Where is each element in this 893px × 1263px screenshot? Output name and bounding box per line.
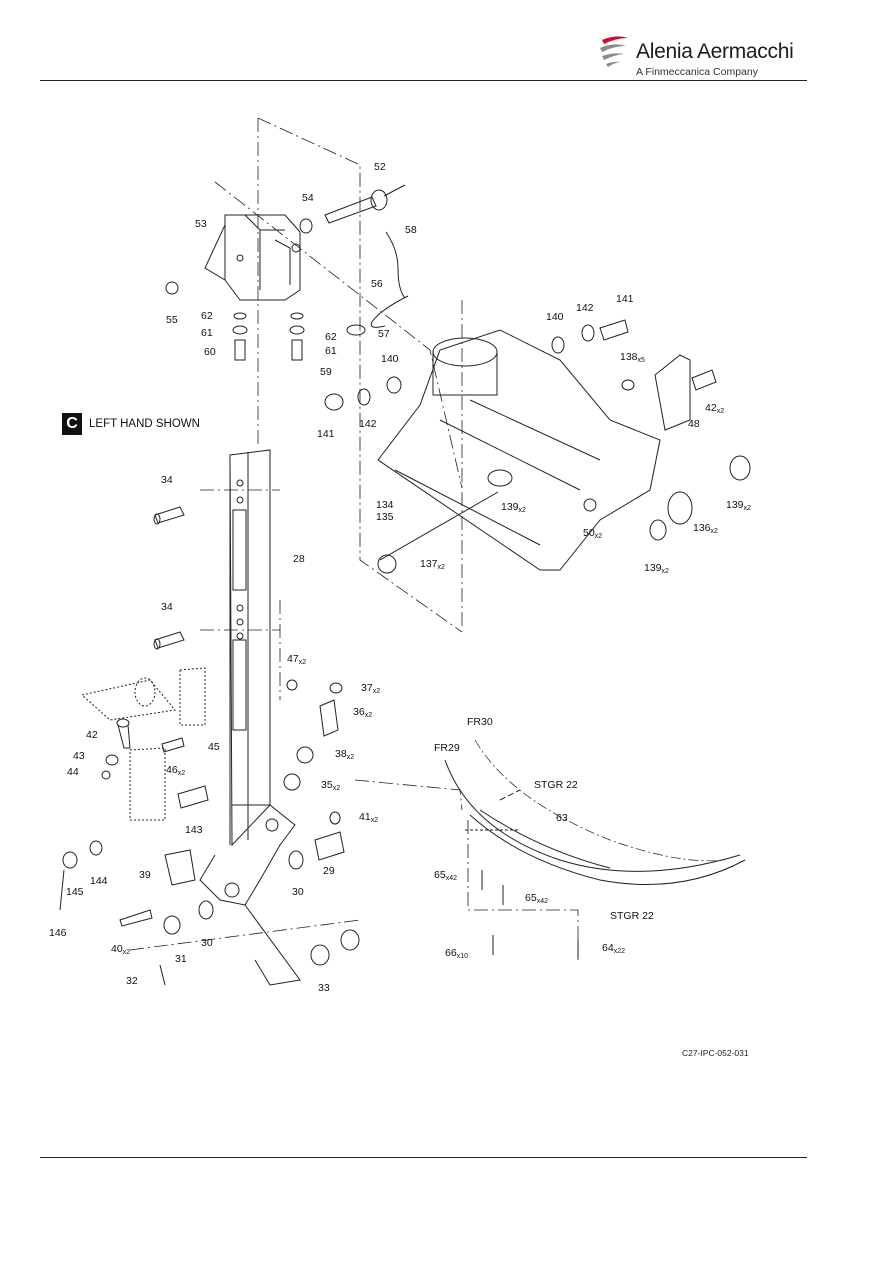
callout-30-right: 30 xyxy=(292,886,304,898)
callout-54: 54 xyxy=(302,192,314,204)
callout-53: 53 xyxy=(195,218,207,230)
callout-56: 56 xyxy=(371,278,383,290)
callout-137: 137x2 xyxy=(420,558,445,571)
callout-142-top: 142 xyxy=(576,302,594,314)
callout-44: 44 xyxy=(67,766,79,778)
lower-hardware xyxy=(59,667,360,986)
callout-37: 37x2 xyxy=(361,682,381,695)
callout-139-a: 139x2 xyxy=(501,501,526,514)
callout-35: 35x2 xyxy=(321,779,341,792)
note-text: LEFT HAND SHOWN xyxy=(89,418,200,430)
header-rule xyxy=(40,80,807,81)
callout-32: 32 xyxy=(126,975,138,987)
main-strut xyxy=(199,449,301,986)
callout-61-right: 61 xyxy=(325,345,337,357)
brand-subtitle: A Finmeccanica Company xyxy=(636,66,758,78)
callout-fr29: FR29 xyxy=(434,742,460,754)
company-logo: Alenia Aermacchi A Finmeccanica Company xyxy=(596,24,796,84)
centerlines xyxy=(129,117,579,960)
left-hand-note: C LEFT HAND SHOWN xyxy=(62,412,200,436)
upper-bracket-part xyxy=(204,214,301,301)
callout-65-left: 65x42 xyxy=(434,869,457,882)
callout-40: 40x2 xyxy=(111,943,131,956)
callout-46: 46x2 xyxy=(166,764,186,777)
quick-release-pin xyxy=(324,184,409,336)
callout-143: 143 xyxy=(185,824,203,836)
callout-34-top: 34 xyxy=(161,474,173,486)
callout-50: 50x2 xyxy=(583,527,603,540)
callout-62-right: 62 xyxy=(325,331,337,343)
callout-39: 39 xyxy=(139,869,151,881)
callout-141-top: 141 xyxy=(616,293,634,305)
callout-63: 63 xyxy=(556,812,568,824)
bracket-hardware xyxy=(165,218,313,361)
callout-42-right: 42x2 xyxy=(705,402,725,415)
callout-66: 66x10 xyxy=(445,947,468,960)
callout-134: 134 xyxy=(376,499,394,511)
callout-30-left: 30 xyxy=(201,937,213,949)
callout-42-left: 42 xyxy=(86,729,98,741)
callout-135: 135 xyxy=(376,511,394,523)
callout-stgr22-top: STGR 22 xyxy=(534,779,578,791)
callout-stgr22-bottom: STGR 22 xyxy=(610,910,654,922)
callout-47: 47x2 xyxy=(287,653,307,666)
callout-59: 59 xyxy=(320,366,332,378)
brand-name: Alenia Aermacchi xyxy=(636,40,794,63)
callout-139-c: 139x2 xyxy=(644,562,669,575)
callout-136: 136x2 xyxy=(693,522,718,535)
callout-138: 138x5 xyxy=(620,351,645,364)
callout-fr30: FR30 xyxy=(467,716,493,728)
callout-140-mid: 140 xyxy=(381,353,399,365)
callout-141-mid: 141 xyxy=(317,428,335,440)
callout-45: 45 xyxy=(208,741,220,753)
callout-36: 36x2 xyxy=(353,706,373,719)
callout-52: 52 xyxy=(374,161,386,173)
note-badge: C xyxy=(62,413,82,435)
callout-144: 144 xyxy=(90,875,108,887)
callout-55: 55 xyxy=(166,314,178,326)
callout-31: 31 xyxy=(175,953,187,965)
figure-code: C27-IPC-052-031 xyxy=(682,1048,749,1058)
callout-29: 29 xyxy=(323,865,335,877)
callout-48: 48 xyxy=(688,418,700,430)
alenia-swoosh-logo-icon xyxy=(600,36,628,67)
callout-139-b: 139x2 xyxy=(726,499,751,512)
callout-38: 38x2 xyxy=(335,748,355,761)
drag-brace-housing xyxy=(377,329,661,571)
callout-64: 64x22 xyxy=(602,942,625,955)
callout-58: 58 xyxy=(405,224,417,236)
callout-60: 60 xyxy=(204,346,216,358)
callout-61-left: 61 xyxy=(201,327,213,339)
callout-146: 146 xyxy=(49,927,67,939)
callout-57: 57 xyxy=(378,328,390,340)
callout-28: 28 xyxy=(293,553,305,565)
callout-142-mid: 142 xyxy=(359,418,377,430)
callout-33: 33 xyxy=(318,982,330,994)
housing-hardware xyxy=(324,319,751,574)
footer-rule xyxy=(40,1157,807,1158)
callout-41: 41x2 xyxy=(359,811,379,824)
callout-34-bottom: 34 xyxy=(161,601,173,613)
callout-43: 43 xyxy=(73,750,85,762)
callout-140-top: 140 xyxy=(546,311,564,323)
callout-62-left: 62 xyxy=(201,310,213,322)
callout-65-right: 65x42 xyxy=(525,892,548,905)
callout-145: 145 xyxy=(66,886,84,898)
frame-inset-view xyxy=(444,739,746,958)
strut-pins xyxy=(153,506,185,650)
